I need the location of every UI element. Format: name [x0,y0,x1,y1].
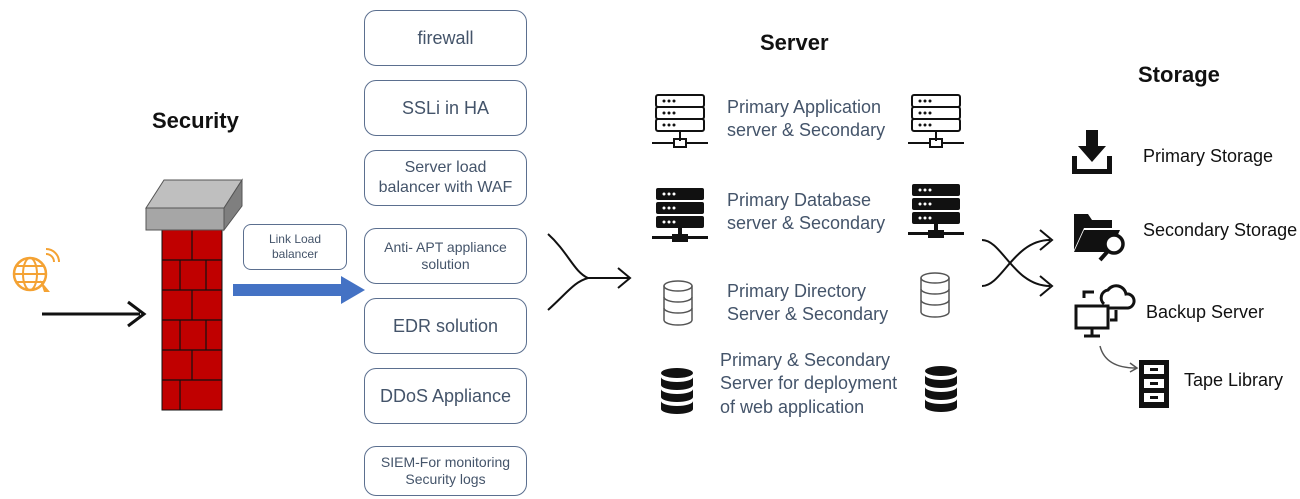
server-label-database: Primary Database server & Secondary [727,190,886,234]
incoming-arrow [42,300,147,328]
server-rack-icon [652,94,708,148]
database-icon [925,366,957,412]
storage-label-secondary: Secondary Storage [1143,220,1298,240]
database-icon [920,272,950,318]
download-icon [1072,130,1112,174]
link-load-balancer-box: Link Load balancer [243,224,347,270]
shuffle-icon [981,229,1054,297]
server-rack-icon [908,94,964,148]
server-load-balancer-box: Server load balancer with WAF [364,150,527,206]
ssli-box: SSLi in HA [364,80,527,136]
storage-label-backup: Backup Server [1146,302,1265,322]
server-label-web-app: Primary & Secondary Server for deploymen… [720,350,898,417]
database-icon [661,368,693,414]
server-label-directory: Primary Directory Server & Secondary [727,281,889,325]
file-cabinet-icon [1139,360,1169,408]
server-rack-icon [652,188,708,242]
firewall-icon [145,178,243,411]
siem-box: SIEM-For monitoring Security logs [364,446,527,496]
cloud-computer-icon [1074,284,1136,338]
storage-label-tape: Tape Library [1184,370,1284,390]
merge-arrow-icon [547,233,632,311]
flow-arrow [233,276,365,304]
storage-heading: Storage [1138,62,1220,87]
edr-box: EDR solution [364,298,527,354]
storage-label-primary: Primary Storage [1143,146,1274,166]
firewall-box: firewall [364,10,527,66]
server-rack-icon [908,184,964,238]
server-heading: Server [760,30,829,55]
database-icon [663,280,693,326]
folder-search-icon [1074,214,1125,262]
security-heading: Security [152,108,239,133]
globe-icon [12,248,60,292]
server-label-application: Primary Application server & Secondary [727,97,886,141]
ddos-box: DDoS Appliance [364,368,527,424]
anti-apt-box: Anti- APT appliance solution [364,228,527,284]
small-curved-arrow [1099,345,1139,373]
